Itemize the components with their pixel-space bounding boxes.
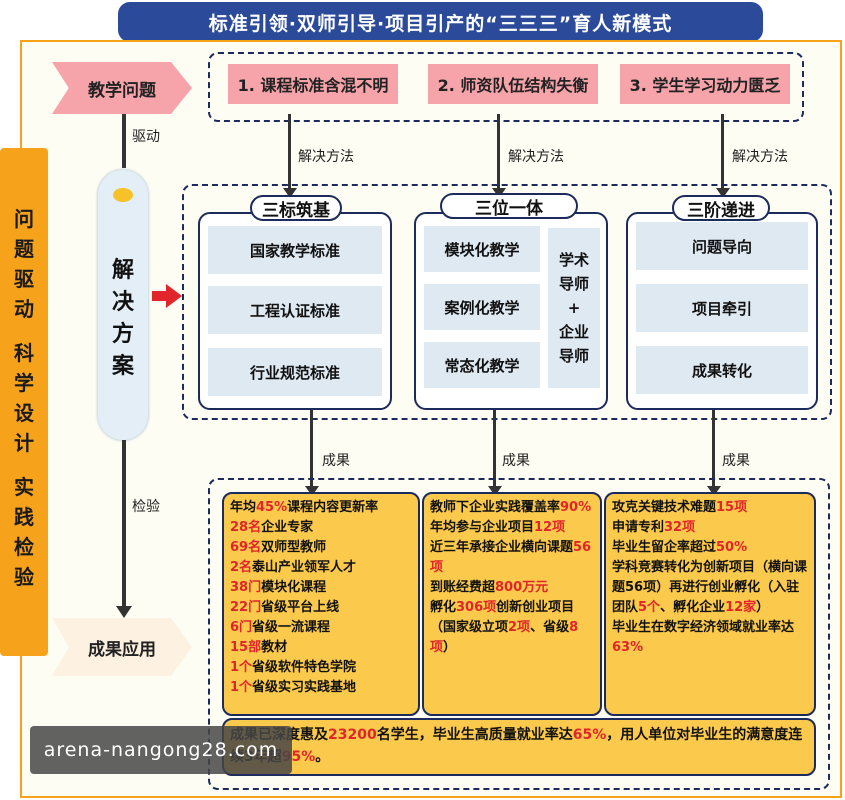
flow-line-check [122, 440, 126, 610]
group-3-item: 成果转化 [636, 346, 808, 394]
result-line: 2名泰山产业领军人才 [230, 560, 357, 575]
result-line: 6门省级一流课程 [230, 620, 331, 635]
result-line: 38门模块化课程 [230, 580, 327, 595]
method-arrow-2 [497, 114, 500, 190]
flow-line-drive [122, 114, 126, 168]
group-1-item: 工程认证标准 [208, 286, 382, 334]
pill-dot-icon [113, 188, 133, 202]
watermark-label: arena-nangong28.com [30, 726, 292, 774]
flow-end-label: 成果应用 [88, 639, 156, 660]
flow-start-arrow: 教学问题 [52, 62, 192, 114]
method-label-1: 解决方法 [298, 149, 354, 165]
result-line: 28名企业专家 [230, 520, 314, 535]
group-2-item: 案例化教学 [424, 284, 540, 330]
solution-label: 解决方案 [111, 258, 134, 379]
group-2-mentor: 学术 导师 + 企业 导师 [548, 228, 600, 388]
flow-start-label: 教学问题 [88, 80, 156, 101]
check-label: 检验 [132, 499, 160, 515]
flow-end-arrow: 成果应用 [52, 618, 192, 676]
result-summary: 成果已深度惠及23200名学生，毕业生高质量就业率达65%，用人单位对毕业生的满… [222, 718, 816, 776]
method-arrow-1 [288, 114, 291, 190]
results-box [208, 478, 830, 790]
result-arrow-2 [493, 410, 496, 488]
result-line: 22门省级平台上线 [230, 600, 340, 615]
method-label-3: 解决方法 [732, 149, 788, 165]
red-arrow-icon [152, 284, 182, 308]
result-panel-3: 攻克关键技术难题15项 申请专利32项 毕业生留企率超过50% 学科竞赛转化为创… [604, 492, 816, 716]
arrow-down-icon [283, 188, 297, 198]
drive-label: 驱动 [132, 129, 160, 145]
group-2-item: 模块化教学 [424, 226, 540, 272]
group-1-item: 行业规范标准 [208, 348, 382, 396]
group-3-item: 项目牵引 [636, 284, 808, 332]
arrow-down-icon [116, 606, 132, 618]
result-arrow-1 [310, 410, 313, 488]
group-3-title: 三阶递进 [672, 195, 770, 221]
result-line: 1个省级软件特色学院 [230, 660, 357, 675]
result-line: 年均45%课程内容更新率 [230, 500, 379, 515]
arrow-down-icon [488, 486, 502, 496]
problem-3: 3. 学生学习动力匮乏 [620, 64, 790, 104]
side-label: 问 题 驱 动 科 学 设 计 实 践 检 验 [14, 207, 34, 589]
result-panel-1: 年均45%课程内容更新率 28名企业专家 69名双师型教师 2名泰山产业领军人才… [222, 492, 420, 716]
group-2-title: 三位一体 [440, 193, 578, 219]
result-label-2: 成果 [502, 453, 530, 469]
solutions-box [182, 184, 832, 420]
side-bar [0, 148, 48, 656]
arrow-down-icon [707, 486, 721, 496]
result-panel-2: 教师下企业实践覆盖率90% 年均参与企业项目12项 近三年承接企业横向课题56项… [422, 492, 602, 716]
arrow-down-icon [305, 486, 319, 496]
problem-2: 2. 师资队伍结构失衡 [428, 64, 598, 104]
result-line: 69名双师型教师 [230, 540, 327, 555]
method-arrow-3 [721, 114, 724, 190]
problems-box [208, 52, 804, 122]
page-title: 标准引领·双师引导·项目引产的“三三三”育人新模式 [118, 2, 763, 42]
result-label-3: 成果 [722, 453, 750, 469]
result-line: 1个省级实习实践基地 [230, 680, 357, 695]
result-line: 15部教材 [230, 640, 288, 655]
arrow-down-icon [716, 188, 730, 198]
method-label-2: 解决方法 [508, 149, 564, 165]
group-1-title: 三标筑基 [250, 195, 342, 221]
problem-1: 1. 课程标准含混不明 [228, 64, 398, 104]
result-arrow-3 [712, 410, 715, 488]
group-1-item: 国家教学标准 [208, 226, 382, 274]
solution-pill [98, 170, 148, 440]
group-3-item: 问题导向 [636, 222, 808, 270]
group-2-item: 常态化教学 [424, 342, 540, 388]
result-label-1: 成果 [322, 453, 350, 469]
